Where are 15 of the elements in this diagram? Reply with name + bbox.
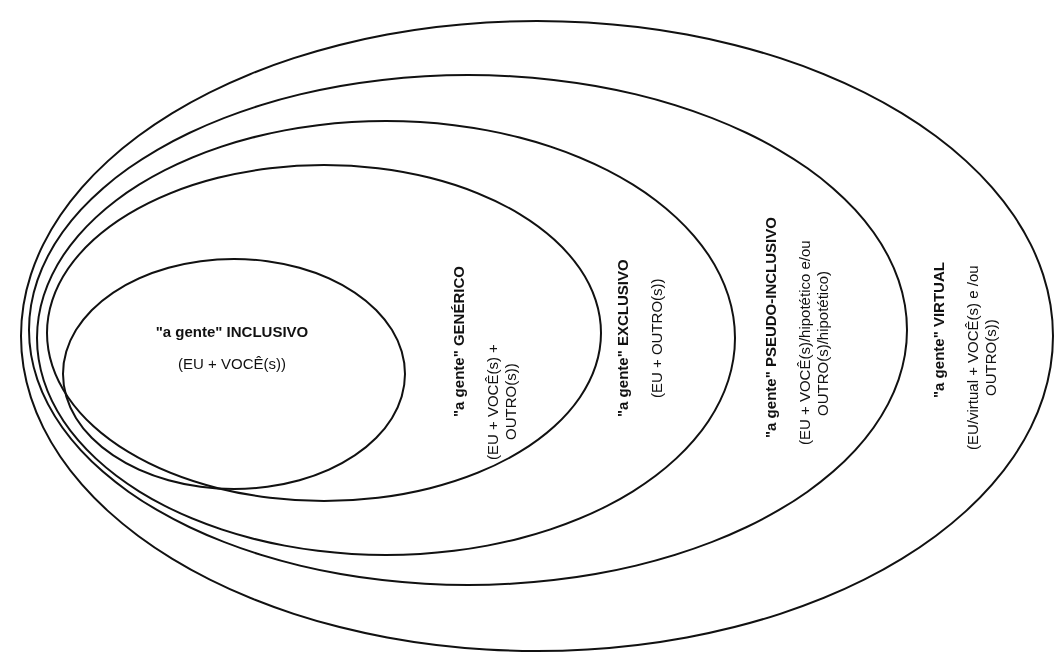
ellipse-region (46, 164, 602, 502)
ellipse-region (20, 20, 1054, 652)
category-description: (EU + VOCÊ(s) + OUTRO(s)) (484, 343, 520, 462)
category-heading: "a gente" INCLUSIVO (154, 323, 310, 341)
category-heading: "a gente" VIRTUAL (930, 261, 948, 400)
category-description: (EU + VOCÊ(s)/hipotético e/ou OUTRO(s)/hipotético) (796, 239, 832, 448)
category-description: (EU + OUTRO(s)) (648, 277, 666, 400)
ellipse-region (36, 120, 736, 556)
category-description: (EU + VOCÊ(s)) (177, 355, 287, 373)
ellipse-region (28, 74, 908, 586)
ellipse-region (62, 258, 406, 490)
category-heading: "a gente" GENÉRICO (450, 265, 468, 420)
category-heading: "a gente" PSEUDO-INCLUSIVO (762, 216, 780, 441)
category-description: (EU/virtual + VOCÊ(s) e /ou OUTRO(s)) (964, 264, 1000, 452)
category-heading: "a gente" EXCLUSIVO (614, 258, 632, 419)
